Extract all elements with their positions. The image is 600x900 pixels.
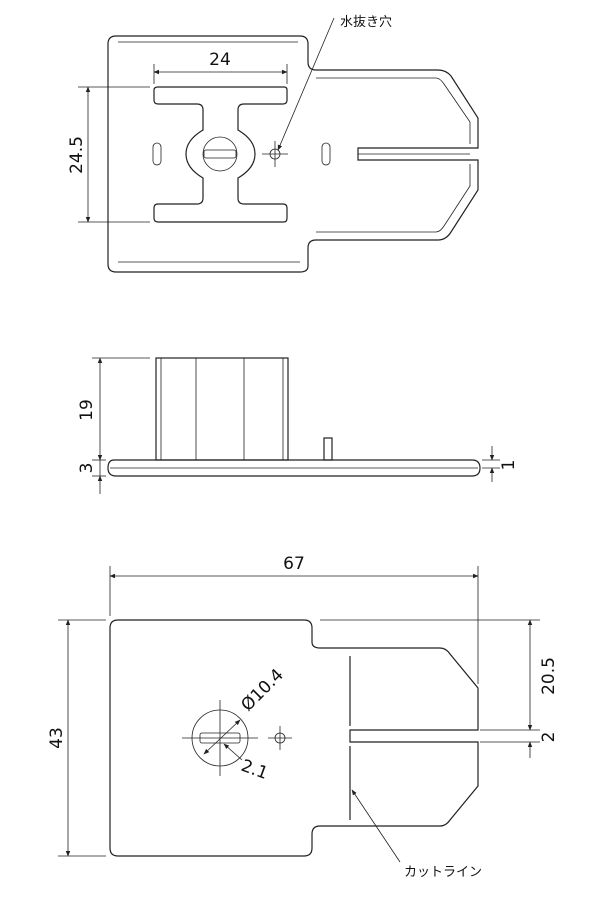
top-center-hub	[202, 136, 238, 172]
top-plate-inner-edge	[118, 41, 471, 263]
dim-24-label: 24	[209, 50, 231, 70]
top-h-support	[153, 86, 288, 223]
drain-hole-leader	[277, 17, 335, 151]
dim-19-label: 19	[77, 399, 97, 421]
dim-1-label: 1	[499, 460, 519, 471]
side-view: 19 3 1	[77, 357, 519, 494]
top-oval-hole-right	[321, 142, 331, 166]
bottom-view: カットライン Ø10.4 2.1 67 43 20.5 2	[47, 554, 559, 880]
dim-67-label: 67	[283, 554, 305, 574]
top-plate-outline	[107, 35, 479, 273]
dim-43-label: 43	[47, 727, 67, 749]
dim-2-label: 2	[539, 732, 559, 743]
drain-hole-label: 水抜き穴	[340, 14, 392, 30]
bottom-plate-outline	[109, 619, 479, 857]
side-small-tab	[323, 437, 333, 461]
dim-245-label: 24.5	[67, 136, 87, 174]
cut-line-leader	[351, 789, 401, 863]
cut-line-label: カットライン	[404, 865, 482, 880]
dim-circle-line	[203, 719, 241, 755]
dim-205-label: 20.5	[539, 657, 559, 695]
top-oval-hole-left	[152, 142, 162, 166]
top-view: 水抜き穴 24 24.5	[67, 14, 479, 273]
dim-small-leader	[223, 743, 243, 761]
side-base-plate	[107, 459, 481, 477]
top-center-slot	[203, 149, 237, 159]
dim-3-label: 3	[77, 463, 97, 474]
dim-small-label: 2.1	[238, 756, 270, 784]
side-column-block	[155, 357, 289, 461]
dim-circle-label: Ø10.4	[237, 665, 287, 715]
